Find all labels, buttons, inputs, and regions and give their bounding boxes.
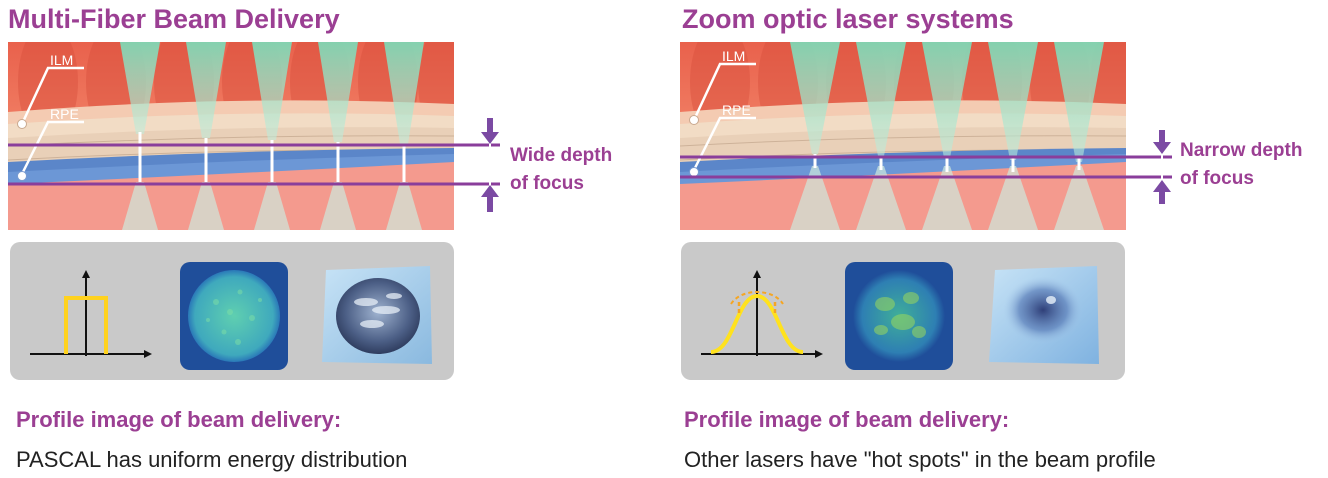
beam-profile-box <box>10 242 454 380</box>
flat-top-3d-beam-image <box>322 266 432 364</box>
layer-label-ilm: ILM <box>50 52 74 68</box>
retina-cross-section <box>680 42 1126 230</box>
beam-profile-box <box>681 242 1125 380</box>
panel-zoom-optic: Zoom optic laser systems <box>672 0 1328 478</box>
panel-title: Multi-Fiber Beam Delivery <box>8 4 340 34</box>
panel-multi-fiber: Multi-Fiber Beam Delivery <box>8 4 612 472</box>
focus-label-line1: Narrow depth <box>1180 140 1303 161</box>
focus-label-line1: Wide depth <box>510 145 613 166</box>
caption-body: PASCAL has uniform energy distribution <box>16 447 408 472</box>
depth-of-focus-marker <box>8 118 500 212</box>
layer-label-rpe: RPE <box>722 102 751 118</box>
layer-label-ilm: ILM <box>722 48 746 64</box>
caption-title: Profile image of beam delivery: <box>16 407 342 432</box>
focus-label: Wide depth of focus <box>510 142 612 198</box>
panel-title: Zoom optic laser systems <box>682 4 1014 34</box>
gaussian-profile-graph <box>701 270 823 358</box>
uniform-beam-image <box>180 262 288 370</box>
focus-label-line2: of focus <box>1180 168 1254 189</box>
focus-label-line2: of focus <box>510 173 584 194</box>
layer-label-rpe: RPE <box>50 106 79 122</box>
caption-title: Profile image of beam delivery: <box>684 407 1010 432</box>
flat-top-profile-graph <box>30 270 152 358</box>
focus-label: Narrow depth of focus <box>1180 137 1302 193</box>
caption-body: Other lasers have "hot spots" in the bea… <box>684 447 1156 472</box>
gaussian-3d-beam-image <box>989 266 1099 364</box>
retina-cross-section <box>8 42 454 230</box>
depth-of-focus-marker <box>680 130 1172 204</box>
hot-spot-beam-image <box>845 262 953 370</box>
